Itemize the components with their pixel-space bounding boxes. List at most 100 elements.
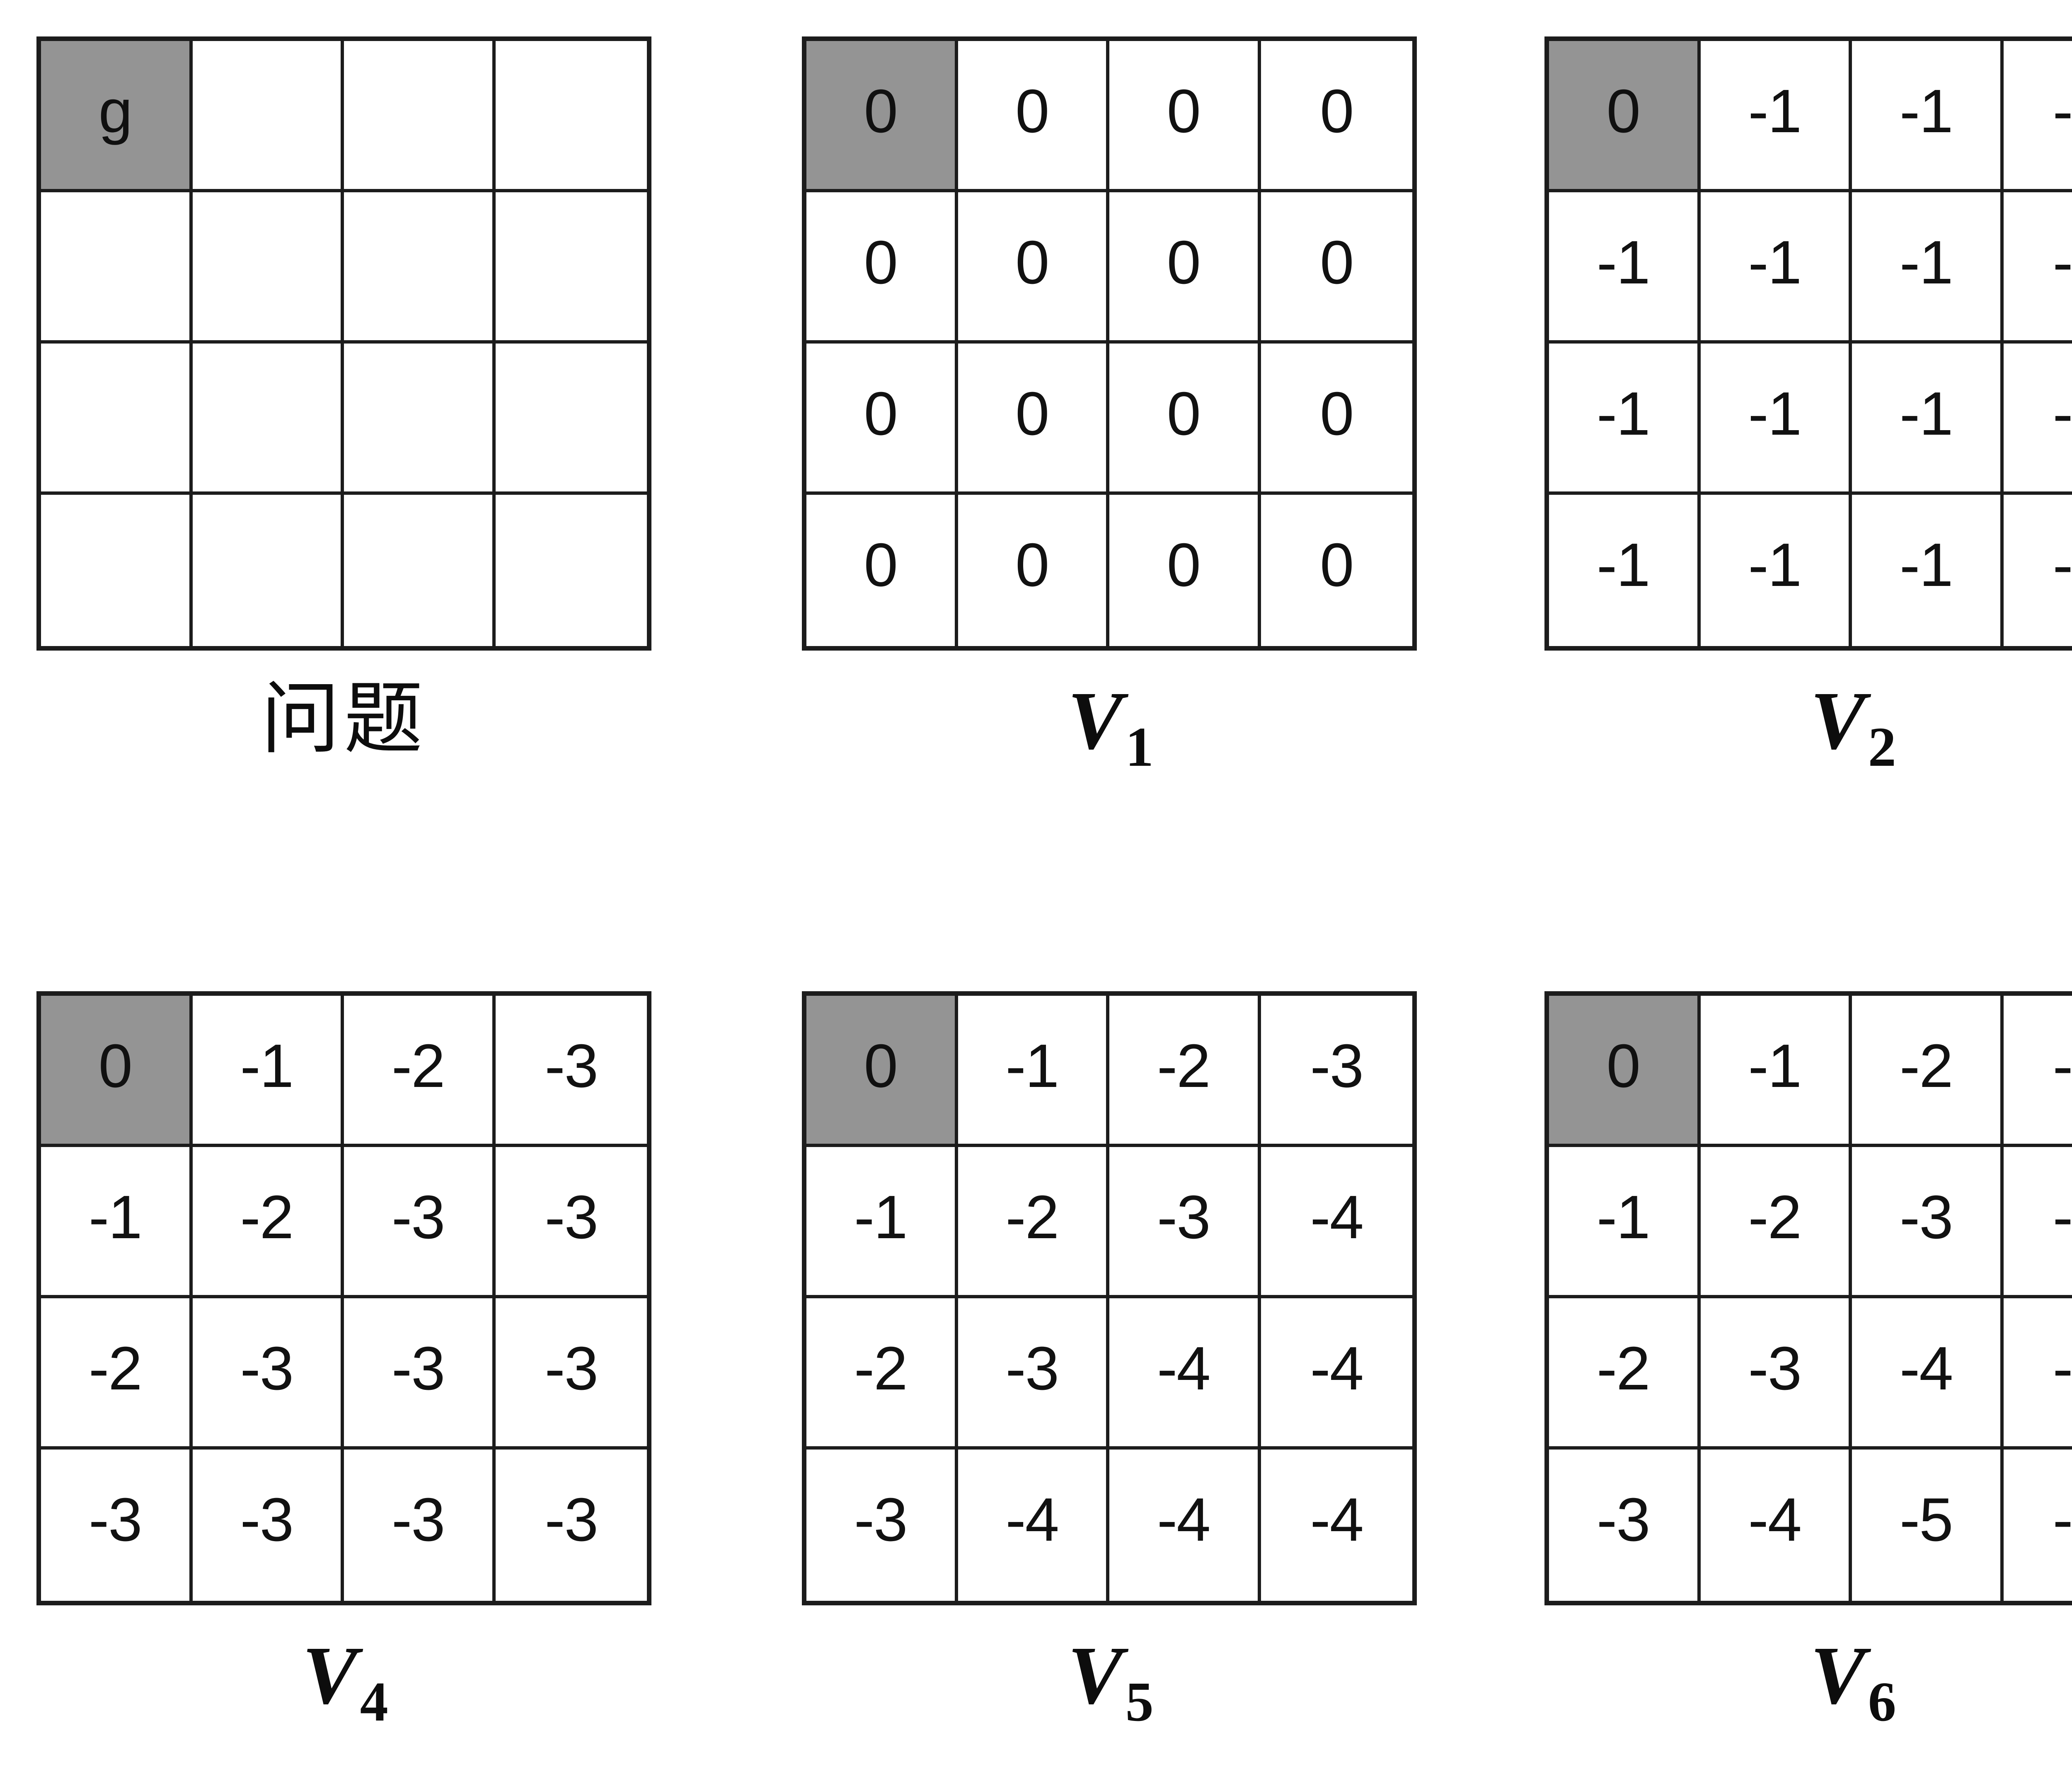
- grid-cell: -4: [1852, 1298, 2004, 1450]
- grid-cell: [192, 41, 344, 192]
- cell-value: -1: [2053, 380, 2072, 448]
- cell-value: -3: [545, 1032, 598, 1100]
- cell-value: g: [98, 77, 133, 145]
- grid-cell: -1: [1700, 996, 1852, 1147]
- cell-value: -4: [1157, 1486, 1211, 1554]
- cell-value: 0: [864, 531, 898, 599]
- grid-cell: -3: [344, 1450, 496, 1601]
- cell-value: -3: [391, 1486, 445, 1554]
- cell-value: -2: [1157, 1032, 1211, 1100]
- grid-cell: [41, 192, 193, 344]
- cell-value: 0: [1320, 77, 1354, 145]
- cell-value: -4: [2053, 1183, 2072, 1251]
- cell-value: -3: [1596, 1486, 1651, 1554]
- grid-v6: 0-1-2-3-1-2-3-4-2-3-4-5-3-4-5-5: [1544, 991, 2072, 1605]
- grid-cell: 0: [1261, 41, 1412, 192]
- cell-value: 0: [98, 1032, 133, 1100]
- cell-value: 0: [1015, 77, 1049, 145]
- cell-value: -5: [1899, 1486, 1953, 1554]
- caption-symbol: V: [1067, 1630, 1123, 1721]
- caption-symbol: V: [302, 1630, 358, 1721]
- cell-value: -1: [88, 1183, 143, 1251]
- grid-cell-terminal: 0: [41, 996, 193, 1147]
- cell-value: -2: [1748, 1183, 1802, 1251]
- grid-cell: -1: [2003, 495, 2072, 646]
- grid-cell: -1: [1852, 495, 2004, 646]
- grid-cell: -4: [1261, 1298, 1412, 1450]
- grid-cell: [41, 344, 193, 495]
- cell-value: 0: [1320, 380, 1354, 448]
- caption-subscript: 6: [1868, 1671, 1896, 1733]
- cell-value: -2: [854, 1334, 908, 1403]
- grid-cell-terminal: 0: [806, 996, 958, 1147]
- panel-problem: g: [36, 36, 651, 651]
- panel-v6: 0-1-2-3-1-2-3-4-2-3-4-5-3-4-5-5: [1544, 991, 2072, 1605]
- grid-cell: -3: [41, 1450, 193, 1601]
- grid-cell: -1: [1852, 344, 2004, 495]
- grid-cell: -3: [192, 1298, 344, 1450]
- grid-cell: 0: [958, 495, 1109, 646]
- cell-value: -3: [2053, 1032, 2072, 1100]
- grid-cell: -2: [1700, 1147, 1852, 1298]
- grid-cell: [344, 41, 496, 192]
- cell-value: -2: [391, 1032, 445, 1100]
- cell-value: -1: [1748, 531, 1802, 599]
- cell-value: -1: [1748, 380, 1802, 448]
- caption-symbol: V: [1067, 675, 1123, 767]
- cell-value: 0: [1167, 380, 1201, 448]
- panel-v2: 0-1-1-1-1-1-1-1-1-1-1-1-1-1-1-1: [1544, 36, 2072, 651]
- grid-cell: [344, 192, 496, 344]
- grid-cell: -3: [1109, 1147, 1261, 1298]
- grid-cell: -3: [192, 1450, 344, 1601]
- grid-cell: -1: [958, 996, 1109, 1147]
- cell-value: -1: [1005, 1032, 1059, 1100]
- grid-cell: [192, 344, 344, 495]
- cell-value: 0: [1320, 228, 1354, 297]
- grid-cell: -3: [958, 1298, 1109, 1450]
- caption-subscript: 2: [1868, 716, 1896, 778]
- cell-value: -1: [1748, 77, 1802, 145]
- grid-cell: -2: [1852, 996, 2004, 1147]
- grid-cell: -5: [1852, 1450, 2004, 1601]
- grid-cell: -3: [2003, 996, 2072, 1147]
- grid-cell: 0: [958, 41, 1109, 192]
- cell-value: -4: [1899, 1334, 1953, 1403]
- grid-cell: -1: [1852, 192, 2004, 344]
- grid-cell: -1: [41, 1147, 193, 1298]
- grid-cell: -4: [1109, 1450, 1261, 1601]
- cell-value: -3: [854, 1486, 908, 1554]
- cell-value: -3: [1310, 1032, 1364, 1100]
- grid-cell: 0: [1261, 192, 1412, 344]
- grid-cell: -3: [806, 1450, 958, 1601]
- grid-cell: -3: [495, 1147, 647, 1298]
- grid-cell: -3: [344, 1298, 496, 1450]
- cell-value: -1: [1899, 531, 1953, 599]
- caption-text: 问题: [261, 673, 427, 765]
- cell-value: 0: [1015, 228, 1049, 297]
- grid-cell: 0: [958, 344, 1109, 495]
- cell-value: -1: [1899, 228, 1953, 297]
- grid-cell: 0: [1109, 344, 1261, 495]
- grid-cell: -4: [2003, 1147, 2072, 1298]
- grid-cell: -5: [2003, 1450, 2072, 1601]
- grid-cell: -2: [1549, 1298, 1701, 1450]
- grid-cell: -1: [806, 1147, 958, 1298]
- grid-cell: -1: [2003, 41, 2072, 192]
- grid-cell: -4: [1109, 1298, 1261, 1450]
- cell-value: -1: [1596, 380, 1651, 448]
- grid-cell: -1: [1852, 41, 2004, 192]
- cell-value: -3: [1005, 1334, 1059, 1403]
- grid-cell: -3: [1549, 1450, 1701, 1601]
- grid-cell-terminal: g: [41, 41, 193, 192]
- grid-cell: -2: [344, 996, 496, 1147]
- panel-caption-problem: 问题: [36, 680, 651, 758]
- grid-cell: -2: [806, 1298, 958, 1450]
- cell-value: -3: [545, 1486, 598, 1554]
- cell-value: 0: [864, 228, 898, 297]
- panel-caption-v4: V4: [36, 1634, 651, 1730]
- grid-cell-terminal: 0: [1549, 41, 1701, 192]
- grid-cell: -1: [192, 996, 344, 1147]
- grid-cell: -1: [1549, 192, 1701, 344]
- cell-value: -2: [1005, 1183, 1059, 1251]
